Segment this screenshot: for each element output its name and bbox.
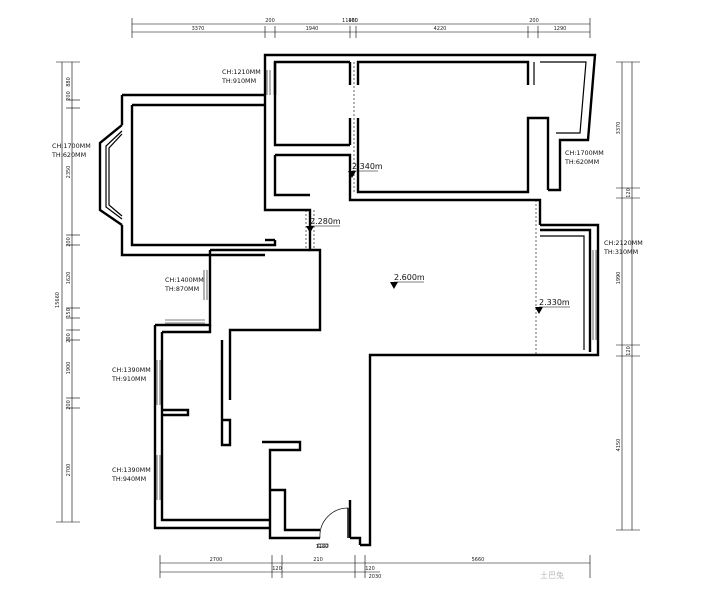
left-dimension-7: 200 (66, 333, 72, 343)
bottom-small-dimension-2: 2030 (369, 574, 382, 580)
left-overall-dimension: 15660 (55, 292, 61, 308)
top-dimension-5: 4220 (434, 26, 447, 32)
window-note-3-th: TH:620MM (564, 158, 599, 166)
window-note-5-ch: CH:1400MM (165, 276, 204, 284)
left-dimension-3: 2350 (66, 166, 72, 179)
right-dimension-4: 120 (626, 346, 632, 356)
level-marker-1-text: 2.340m (352, 162, 383, 171)
window-note-1-ch: CH:1210MM (222, 68, 261, 76)
right-dimension-1: 3370 (616, 122, 622, 135)
bottom-dimension-4: 120 (365, 566, 375, 572)
bottom-dimension-2: 120 (272, 566, 282, 572)
right-dimension-3: 1990 (616, 272, 622, 285)
window-note-7-th: TH:940MM (111, 475, 146, 483)
window-note-3-ch: CH:1700MM (565, 149, 604, 157)
window-note-2-th: TH:620MM (51, 151, 86, 159)
level-markers: 2.340m 2.280m 2.600m 2.330m (306, 162, 570, 314)
level-marker-1: 2.340m (348, 162, 383, 178)
level-marker-4-text: 2.330m (539, 298, 570, 307)
window-note-4-th: TH:310MM (603, 248, 638, 256)
right-dimension-2: 120 (626, 188, 632, 198)
level-marker-3-text: 2.600m (394, 273, 425, 282)
top-dimension-chain: 11460 3370 200 1940 100 4220 200 1290 (131, 18, 591, 38)
left-dimension-6: 150 (66, 308, 72, 318)
watermark-text: 土巴兔 (540, 570, 564, 580)
left-dimension-8: 1900 (66, 362, 72, 375)
window-note-4-ch: CH:2120MM (604, 239, 643, 247)
level-marker-3: 2.600m (390, 273, 425, 289)
window-note-5-th: TH:870MM (164, 285, 199, 293)
top-dimension-7: 1290 (554, 26, 567, 32)
left-dimension-2: 200 (66, 91, 72, 101)
windows (156, 62, 597, 500)
left-dimension-9: 200 (66, 400, 72, 410)
walls (98, 53, 600, 547)
top-dimension-2: 200 (265, 18, 275, 24)
bottom-dimension-5: 5660 (472, 557, 485, 563)
left-dimension-10: 2700 (66, 464, 72, 477)
window-note-6-th: TH:910MM (111, 375, 146, 383)
door-swing (317, 507, 349, 548)
bottom-dimension-1: 2700 (210, 557, 223, 563)
window-note-2-ch: CH:1700MM (52, 142, 91, 150)
right-dimension-chain: 3370 120 1990 120 4150 (616, 61, 640, 531)
level-marker-2-text: 2.280m (310, 217, 341, 226)
top-dimension-6: 200 (529, 18, 539, 24)
window-note-6-ch: CH:1390MM (112, 366, 151, 374)
left-dimension-chain: 15660 880 200 2350 200 1620 150 200 1900… (55, 61, 80, 523)
window-notes: CH:1210MM TH:910MM CH:1700MM TH:620MM CH… (51, 68, 643, 483)
left-dimension-5: 1620 (66, 272, 72, 285)
top-dimension-4: 100 (348, 18, 358, 24)
top-overall-dimension: 11460 (342, 18, 358, 24)
left-dimension-1: 880 (66, 77, 72, 87)
left-dimension-4: 200 (66, 237, 72, 247)
level-marker-4: 2.330m (535, 298, 570, 314)
level-marker-2: 2.280m (306, 217, 341, 233)
right-dimension-5: 4150 (616, 439, 622, 452)
top-dimension-3: 1940 (306, 26, 319, 32)
window-note-1-th: TH:910MM (221, 77, 256, 85)
top-dimension-1: 3370 (192, 26, 205, 32)
bottom-dimension-3: 210 (313, 557, 323, 563)
bottom-dimension-chain: 2700 120 210 120 5660 1180 2030 (159, 544, 591, 580)
window-note-7-ch: CH:1390MM (112, 466, 151, 474)
